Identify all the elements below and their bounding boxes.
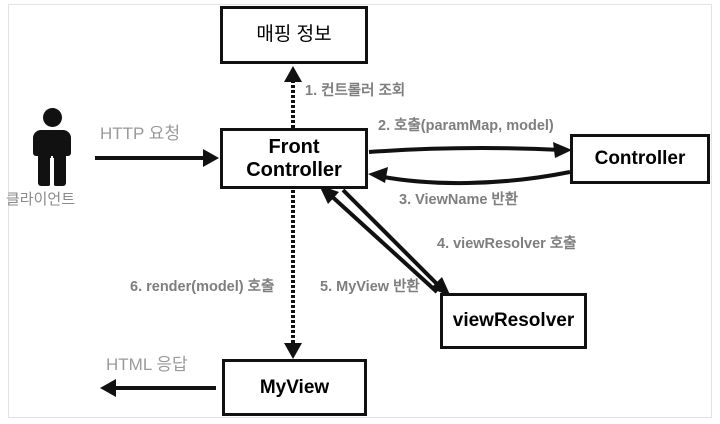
- node-controller-label: Controller: [594, 148, 686, 170]
- client-person-icon: [30, 108, 74, 188]
- edge-http-request-arrowhead: [203, 149, 219, 167]
- edge-step5-path: [325, 190, 439, 294]
- node-view-resolver-label: viewResolver: [452, 310, 575, 332]
- client-head: [43, 108, 62, 127]
- edge-step6-label: 6. render(model) 호출: [130, 279, 275, 295]
- client-leg-left: [38, 150, 51, 186]
- edge-step4-label: 4. viewResolver 호출: [437, 236, 577, 252]
- edge-step4-path: [341, 188, 445, 292]
- edge-step3-arrowhead: [368, 167, 388, 183]
- edge-step1-label: 1. 컨트롤러 조회: [305, 83, 406, 99]
- edge-step4-arrowhead: [431, 277, 451, 297]
- node-mapping-info[interactable]: 매핑 정보: [220, 6, 368, 64]
- edge-http-response-arrowhead: [100, 379, 116, 397]
- edge-step1-line: [291, 80, 295, 130]
- edge-http-request-label: HTTP 요청: [100, 124, 181, 143]
- node-my-view-label: MyView: [259, 376, 330, 398]
- node-front-controller[interactable]: Front Controller: [220, 128, 368, 189]
- edge-step3-path: [377, 170, 571, 186]
- node-controller[interactable]: Controller: [570, 134, 710, 184]
- client-leg-gap: [50, 158, 54, 188]
- edge-step5-label: 5. MyView 반환: [320, 279, 420, 295]
- edge-http-request-line: [95, 156, 205, 160]
- edge-step2-path: [368, 145, 563, 154]
- client-label: 클라이언트: [6, 191, 76, 208]
- node-front-controller-label-line2: Controller: [246, 158, 342, 181]
- client-leg-right: [53, 150, 66, 186]
- edge-http-response-line: [116, 386, 216, 390]
- edge-step2-label: 2. 호출(paramMap, model): [378, 118, 554, 134]
- node-mapping-info-label: 매핑 정보: [256, 24, 332, 46]
- canvas-frame: [8, 4, 712, 418]
- node-view-resolver[interactable]: viewResolver: [440, 293, 587, 349]
- edge-step6-line: [291, 190, 295, 345]
- edge-step2-arrowhead: [553, 142, 572, 158]
- edge-step6-arrowhead: [284, 343, 302, 359]
- edge-http-response-label: HTML 응답: [106, 355, 188, 374]
- edge-step3-label: 3. ViewName 반환: [399, 192, 519, 208]
- node-front-controller-label-line1: Front: [268, 136, 320, 159]
- node-front-controller-label: Front Controller: [246, 136, 342, 181]
- node-my-view[interactable]: MyView: [222, 359, 367, 416]
- edge-step5-arrowhead: [319, 185, 339, 204]
- edge-step1-arrowhead: [284, 66, 302, 82]
